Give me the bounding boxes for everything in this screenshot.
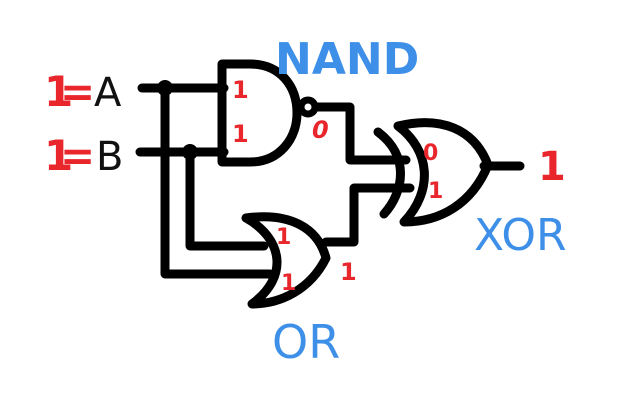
wires <box>135 83 525 279</box>
xor-output-value: 1 <box>538 144 566 190</box>
wire-a-to-or <box>160 83 275 279</box>
nand-output-value: 0 <box>312 116 329 144</box>
input-b-value: 1 <box>44 131 73 180</box>
junction-dot-a <box>157 80 173 96</box>
xor-gate <box>373 118 493 227</box>
wire-b-to-or <box>185 147 269 251</box>
nand-gate-label: NAND <box>275 34 419 85</box>
xor-gate-extra-arc <box>373 127 405 219</box>
wire-nand-to-xor <box>312 102 411 165</box>
xor-input-upper-value: 0 <box>423 141 438 166</box>
input-b-equals: = <box>60 131 95 180</box>
or-input-b-value: 1 <box>276 225 291 250</box>
nand-input-b-value: 1 <box>232 120 249 148</box>
junction-dot-b <box>182 144 198 160</box>
or-gate-label: OR <box>272 315 340 369</box>
xor-gate-body <box>393 118 493 227</box>
xor-gate-label: XOR <box>474 210 567 261</box>
nand-gate-body <box>217 59 302 167</box>
input-a-name: A <box>94 70 122 116</box>
input-a-value: 1 <box>44 67 73 116</box>
or-gate <box>241 212 331 309</box>
nand-inversion-bubble <box>297 96 319 118</box>
wire-or-to-xor <box>321 183 415 247</box>
input-a-equals: = <box>60 67 95 116</box>
input-b-name: B <box>96 134 123 180</box>
or-output-value: 1 <box>340 258 357 286</box>
xor-input-lower-value: 1 <box>428 179 443 204</box>
or-input-a-value: 1 <box>281 271 296 296</box>
nand-input-a-value: 1 <box>232 76 249 104</box>
nand-gate <box>217 59 319 167</box>
or-gate-body <box>241 212 331 309</box>
